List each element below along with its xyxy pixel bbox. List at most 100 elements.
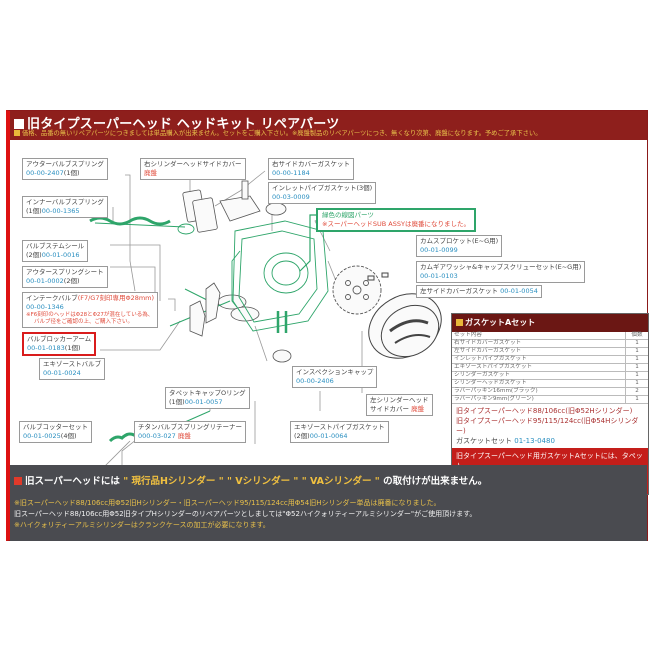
part-code[interactable]: 00-01-0099 bbox=[420, 246, 458, 254]
part-name: 左サイドカバーガスケット bbox=[420, 287, 498, 295]
part-code[interactable]: 00-00-1346 bbox=[26, 303, 64, 311]
notice-line-crankcase: ※ハイクォリティーアルミシリンダーはクランクケースの加工が必要になります。 bbox=[14, 521, 270, 529]
part-label-tappet-cap-oring: タペットキャップOリング (1個)00-01-0057 bbox=[165, 387, 250, 409]
part-code[interactable]: 00-01-0054 bbox=[500, 287, 538, 295]
part-name: 左シリンダーヘッド bbox=[370, 396, 429, 404]
discontinued-badge: 廃盤 bbox=[177, 432, 191, 440]
cell-item: 右サイドカバーガスケット bbox=[452, 339, 626, 348]
cell-item: エキゾーストパイプガスケット bbox=[452, 363, 626, 372]
green-note-discontinued: ※スーパーヘッドSUB ASSYは廃番になりました。 bbox=[322, 220, 470, 228]
part-name: エキゾーストパイプガスケット bbox=[294, 423, 385, 431]
part-name: インレットパイプガスケット(3個) bbox=[272, 184, 373, 192]
cell-qty: 1 bbox=[625, 355, 648, 364]
cylinder-compatibility-notice: 旧スーパーヘッドには " 現行品Hシリンダー " " Vシリンダー " " VA… bbox=[10, 465, 647, 541]
part-label-inspection-cap: インスペクションキャップ 00-00-2406 bbox=[292, 366, 378, 388]
cylinder-type-v: " Vシリンダー " bbox=[227, 476, 299, 487]
part-label-cam-sprocket: カムスプロケット(E~G用) 00-01-0099 bbox=[416, 235, 503, 257]
cell-qty: 1 bbox=[625, 339, 648, 348]
part-label-exhaust-pipe-gasket: エキゾーストパイプガスケット (2個)00-01-0064 bbox=[290, 421, 389, 443]
page-title-text: 旧タイプスーパーヘッド ヘッドキット リペアパーツ bbox=[27, 117, 340, 132]
gasket-set-title: ガスケットAセット bbox=[465, 318, 536, 327]
part-note: (F7/G7刻印専用Φ28mm) bbox=[77, 294, 155, 302]
col-header-qty: 個数 bbox=[625, 332, 648, 340]
part-name: エキゾーストバルブ bbox=[43, 360, 102, 368]
applicable-model: 旧タイプスーパーヘッド88/106cc(旧Φ52Hシリンダー) bbox=[456, 407, 633, 415]
part-code[interactable]: 00-01-0064 bbox=[309, 432, 348, 440]
cell-qty: 1 bbox=[625, 371, 648, 380]
part-code[interactable]: 00-01-0016 bbox=[41, 251, 80, 259]
part-label-left-side-cover-gasket: 左サイドカバーガスケット 00-01-0054 bbox=[416, 285, 542, 298]
notice-line-repair: 旧スーパーヘッド88/106cc用Φ52旧タイプHシリンダーのリペアパーツとしま… bbox=[14, 510, 477, 518]
cell-item: ラバーパッキン9mm(グリーン) bbox=[452, 395, 626, 404]
part-code[interactable]: 00-01-0024 bbox=[43, 369, 81, 377]
part-qty: (1個) bbox=[26, 207, 42, 215]
part-label-inlet-pipe-gasket: インレットパイプガスケット(3個) 00-03-0009 bbox=[268, 182, 377, 204]
cell-item: シリンダーヘッドガスケット bbox=[452, 379, 626, 388]
cam-sprocket-drawing bbox=[332, 265, 382, 315]
part-code[interactable]: 00-01-0103 bbox=[420, 272, 458, 280]
exploded-diagram bbox=[89, 169, 442, 471]
part-name: サイドカバー bbox=[370, 405, 409, 413]
applicable-model: 旧タイプスーパーヘッド95/115/124cc(旧Φ54Hシリンダー) bbox=[456, 417, 639, 435]
cell-qty: 1 bbox=[625, 379, 648, 388]
cell-item: 左サイドカバーガスケット bbox=[452, 347, 626, 356]
part-warning: バルブ径をご確認の上、ご購入下さい。 bbox=[34, 319, 134, 325]
part-name: 右シリンダーヘッドサイドカバー bbox=[144, 160, 242, 168]
part-code[interactable]: 000-03-027 bbox=[138, 432, 176, 440]
part-name: バルブロッカーアーム bbox=[27, 335, 92, 343]
part-label-right-head-side-cover: 右シリンダーヘッドサイドカバー 廃盤 bbox=[140, 158, 246, 180]
cell-item: シリンダーガスケット bbox=[452, 371, 626, 380]
part-code[interactable]: 00-00-1184 bbox=[272, 169, 310, 177]
notice-title: 旧スーパーヘッドには " 現行品Hシリンダー " " Vシリンダー " " VA… bbox=[14, 473, 487, 487]
discontinued-badge: 廃盤 bbox=[144, 169, 157, 177]
part-name: インテークバルブ bbox=[26, 294, 78, 302]
panel-header: 旧タイプスーパーヘッド ヘッドキット リペアパーツ 価格、品番の無いリペアパーツ… bbox=[10, 111, 647, 140]
part-label-cam-gear-washer: カムギアワッシャ&キャップスクリューセット(E~G用) 00-01-0103 bbox=[416, 261, 586, 283]
part-label-valve-stem-seal: バルブステムシール (2個)00-01-0016 bbox=[22, 240, 89, 262]
part-code[interactable]: 00-00-1365 bbox=[41, 207, 80, 215]
gasket-set-code[interactable]: 01-13-0480 bbox=[514, 437, 555, 445]
part-code[interactable]: 00-01-0025 bbox=[23, 432, 61, 440]
square-bullet-icon bbox=[14, 477, 22, 485]
part-code[interactable]: 00-01-0002 bbox=[26, 277, 64, 285]
part-label-valve-rocker-arm: バルブロッカーアーム 00-01-0183(1個) bbox=[22, 332, 97, 356]
notice-line-discontinued: ※旧スーパーヘッド88/106cc用Φ52旧Hシリンダー・旧スーパーヘッド95/… bbox=[14, 499, 441, 507]
cylinder-type-va: " VAシリンダー " bbox=[301, 476, 380, 487]
cell-qty: 1 bbox=[625, 347, 648, 356]
square-bullet-icon bbox=[14, 130, 20, 136]
part-code[interactable]: 00-01-0057 bbox=[184, 398, 223, 406]
part-code[interactable]: 00-00-2407 bbox=[26, 169, 64, 177]
cylinder-type-current-h: " 現行品Hシリンダー " bbox=[123, 476, 224, 487]
part-name: アウターバルブスプリング bbox=[26, 160, 104, 168]
part-label-exhaust-valve: エキゾーストバルブ 00-01-0024 bbox=[39, 358, 106, 380]
part-name: アウタースプリングシート bbox=[26, 268, 104, 276]
part-label-inner-valve-spring: インナーバルブスプリング (1個)00-00-1365 bbox=[22, 196, 108, 218]
part-code[interactable]: 00-03-0009 bbox=[272, 193, 310, 201]
part-qty: (2個) bbox=[63, 277, 80, 285]
part-label-valve-cotter-set: バルブコッターセット 00-01-0025(4個) bbox=[19, 421, 92, 443]
part-label-outer-valve-spring: アウターバルブスプリング 00-00-2407(1個) bbox=[22, 158, 108, 180]
cell-qty: 1 bbox=[625, 363, 648, 372]
rocker-arm-drawing bbox=[189, 282, 221, 337]
cell-item: ラバーパッキン16mm(ブラック) bbox=[452, 387, 626, 396]
discontinued-badge: 廃盤 bbox=[411, 405, 425, 413]
table-row: ラバーパッキン16mm(ブラック)2 bbox=[452, 387, 648, 396]
part-name: タペットキャップOリング bbox=[169, 389, 246, 397]
part-name: バルブコッターセット bbox=[23, 423, 88, 431]
part-name: 右サイドカバーガスケット bbox=[272, 160, 350, 168]
part-label-right-side-cover-gasket: 右サイドカバーガスケット 00-00-1184 bbox=[268, 158, 354, 180]
left-side-cover-drawing bbox=[367, 272, 442, 359]
part-code[interactable]: 00-01-0183 bbox=[27, 344, 65, 352]
repair-parts-panel: 旧タイプスーパーヘッド ヘッドキット リペアパーツ 価格、品番の無いリペアパーツ… bbox=[6, 110, 649, 541]
part-code[interactable]: 00-00-2406 bbox=[296, 377, 334, 385]
part-name: チタンバルブスプリングリテーナー bbox=[138, 423, 242, 431]
part-name: バルブステムシール bbox=[26, 242, 85, 250]
gasket-set-info: 旧タイプスーパーヘッド88/106cc(旧Φ52Hシリンダー) 旧タイプスーパー… bbox=[452, 404, 648, 448]
table-row: ラバーパッキン9mm(グリーン)1 bbox=[452, 395, 648, 404]
